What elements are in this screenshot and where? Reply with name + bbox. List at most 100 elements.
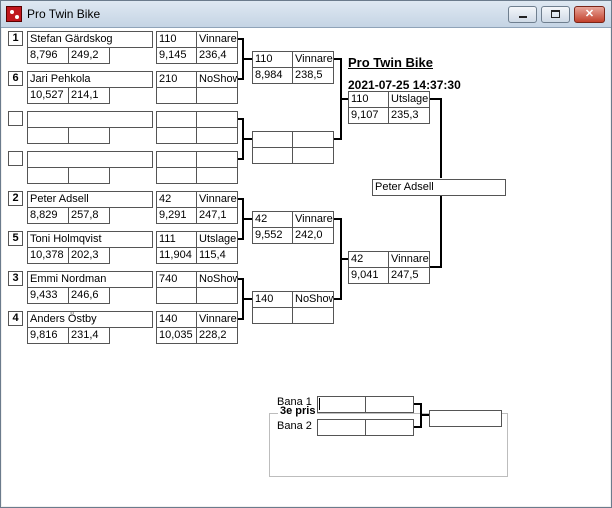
status-field[interactable]: Vinnare [292,51,334,68]
rider-speed-field[interactable]: 231,4 [68,327,110,344]
result-time-field[interactable]: 9,107 [348,107,389,124]
rider-speed-field[interactable]: 246,6 [68,287,110,304]
rider-name-field[interactable]: Anders Östby [27,311,153,328]
status-field[interactable]: Vinnare [292,211,334,228]
result-time-field[interactable] [156,127,197,144]
rider-name-field[interactable]: Peter Adsell [27,191,153,208]
rider-name-field[interactable]: Emmi Nordman [27,271,153,288]
close-button[interactable]: ✕ [574,6,605,23]
status-field[interactable]: Vinnare [388,251,430,268]
status-field[interactable]: Vinnare [196,191,238,208]
rider-time-field[interactable]: 9,433 [27,287,69,304]
result-speed-field[interactable] [196,127,238,144]
window-title: Pro Twin Bike [27,7,101,21]
bracket-connector [334,218,342,220]
result-speed-field[interactable] [196,87,238,104]
rider-speed-field[interactable] [68,127,110,144]
status-field[interactable] [196,151,238,168]
bib-number-field[interactable]: 110 [252,51,293,68]
result-time-field[interactable]: 8,984 [252,67,293,84]
status-field[interactable]: Vinnare [196,311,238,328]
bib-number-field[interactable]: 111 [156,231,197,248]
bracket-connector [420,414,429,416]
third-place-result-field[interactable] [429,410,502,427]
rider-time-field[interactable]: 8,796 [27,47,69,64]
result-speed-field[interactable]: 247,5 [388,267,430,284]
rider-time-field[interactable] [27,127,69,144]
title-bar[interactable]: Pro Twin Bike ✕ [1,1,611,28]
bib-number-field[interactable]: 42 [252,211,293,228]
bib-number-field[interactable]: 740 [156,271,197,288]
result-time-field[interactable] [252,147,293,164]
result-time-field[interactable]: 11,904 [156,247,197,264]
result-speed-field[interactable]: 242,0 [292,227,334,244]
result-speed-field[interactable] [196,287,238,304]
bib-number-field[interactable]: 42 [156,191,197,208]
result-speed-field[interactable]: 115,4 [196,247,238,264]
bracket-connector [430,98,442,100]
rider-name-field[interactable]: Toni Holmqvist [27,231,153,248]
result-time-field[interactable]: 9,552 [252,227,293,244]
result-time-field[interactable] [156,87,197,104]
bib-number-field[interactable]: 42 [348,251,389,268]
result-speed-field[interactable] [292,147,334,164]
bib-number-field[interactable]: 140 [156,311,197,328]
rider-name-field[interactable] [27,111,153,128]
result-speed-field[interactable] [196,167,238,184]
status-field[interactable]: Utslager [388,91,430,108]
rider-speed-field[interactable]: 257,8 [68,207,110,224]
status-field[interactable]: NoShow [196,271,238,288]
status-field[interactable]: Utslager [196,231,238,248]
rider-speed-field[interactable]: 202,3 [68,247,110,264]
bib-number-field[interactable] [156,151,197,168]
result-time-field[interactable] [156,167,197,184]
maximize-button[interactable] [541,6,570,23]
rider-time-field[interactable] [27,167,69,184]
status-field[interactable] [196,111,238,128]
bib-number-field[interactable]: 110 [156,31,197,48]
text-caret [319,398,320,410]
result-time-field[interactable]: 10,035 [156,327,197,344]
lane2-status-field[interactable] [365,419,414,436]
result-time-field[interactable] [252,307,293,324]
minimize-button[interactable] [508,6,537,23]
result-speed-field[interactable] [292,307,334,324]
result-speed-field[interactable]: 228,2 [196,327,238,344]
status-field[interactable]: NoShow [196,71,238,88]
rider-name-field[interactable]: Stefan Gärdskog [27,31,153,48]
result-speed-field[interactable]: 236,4 [196,47,238,64]
status-field[interactable]: NoShow [292,291,334,308]
result-time-field[interactable]: 9,291 [156,207,197,224]
bracket-connector [238,158,244,160]
result-speed-field[interactable]: 247,1 [196,207,238,224]
rider-time-field[interactable]: 9,816 [27,327,69,344]
rider-time-field[interactable]: 10,378 [27,247,69,264]
bib-number-field[interactable] [156,111,197,128]
result-speed-field[interactable]: 235,3 [388,107,430,124]
seed-number: 3 [8,271,23,286]
bib-number-field[interactable]: 110 [348,91,389,108]
lane2-label: Bana 2 [277,420,312,432]
champion-field[interactable]: Peter Adsell [372,179,506,196]
status-field[interactable]: Vinnare [196,31,238,48]
lane1-status-field[interactable] [365,396,414,413]
rider-name-field[interactable] [27,151,153,168]
lane1-bib-field[interactable] [317,396,366,413]
result-time-field[interactable] [156,287,197,304]
bracket-connector [242,138,252,140]
seed-number: 6 [8,71,23,86]
bib-number-field[interactable]: 140 [252,291,293,308]
rider-speed-field[interactable]: 214,1 [68,87,110,104]
rider-time-field[interactable]: 10,527 [27,87,69,104]
rider-speed-field[interactable] [68,167,110,184]
bib-number-field[interactable]: 210 [156,71,197,88]
result-speed-field[interactable]: 238,5 [292,67,334,84]
result-time-field[interactable]: 9,041 [348,267,389,284]
status-field[interactable] [292,131,334,148]
rider-speed-field[interactable]: 249,2 [68,47,110,64]
rider-time-field[interactable]: 8,829 [27,207,69,224]
lane2-bib-field[interactable] [317,419,366,436]
result-time-field[interactable]: 9,145 [156,47,197,64]
bib-number-field[interactable] [252,131,293,148]
rider-name-field[interactable]: Jari Pehkola [27,71,153,88]
